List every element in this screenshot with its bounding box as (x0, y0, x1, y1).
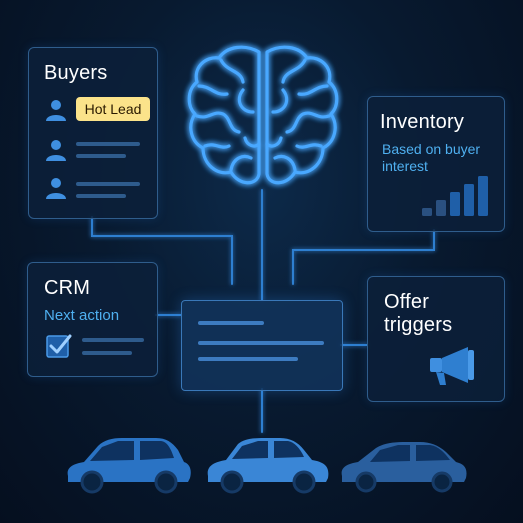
crm-row-line (82, 338, 144, 342)
offer-triggers-panel: Offer triggers (367, 276, 505, 402)
crm-row-line (82, 351, 132, 355)
inventory-title: Inventory (380, 111, 465, 133)
crm-title: CRM (44, 277, 91, 299)
list-row-line (76, 182, 140, 186)
car-icon (67, 438, 191, 494)
crm-next-action: Next action (44, 307, 120, 324)
card-line (198, 321, 264, 325)
user-icon (46, 140, 66, 161)
list-row-line (76, 154, 126, 158)
ai-summary-card (181, 300, 343, 391)
card-line (198, 357, 298, 361)
bar-chart-icon (422, 176, 488, 216)
bar (478, 176, 488, 216)
car-icon (207, 438, 329, 494)
brain-icon (187, 45, 339, 185)
checkbox-icon (46, 334, 72, 358)
crm-panel: CRM Next action (27, 262, 158, 377)
bar (422, 208, 432, 216)
car-icon (341, 442, 467, 493)
user-icon (46, 178, 66, 199)
inventory-subtitle-line2: interest (382, 158, 428, 174)
inventory-subtitle-line1: Based on buyer (382, 141, 481, 157)
offer-title-line2: triggers (384, 314, 453, 336)
offer-title-line1: Offer (384, 291, 430, 313)
bar (450, 192, 460, 216)
buyers-panel: Buyers (28, 47, 158, 219)
megaphone-icon (430, 347, 474, 385)
bar (464, 184, 474, 216)
user-icon (46, 100, 66, 121)
card-line (198, 341, 324, 345)
buyers-title: Buyers (44, 62, 108, 84)
list-row-line (76, 194, 126, 198)
list-row-line (76, 142, 140, 146)
bar (436, 200, 446, 216)
hot-lead-badge: Hot Lead (76, 97, 150, 121)
